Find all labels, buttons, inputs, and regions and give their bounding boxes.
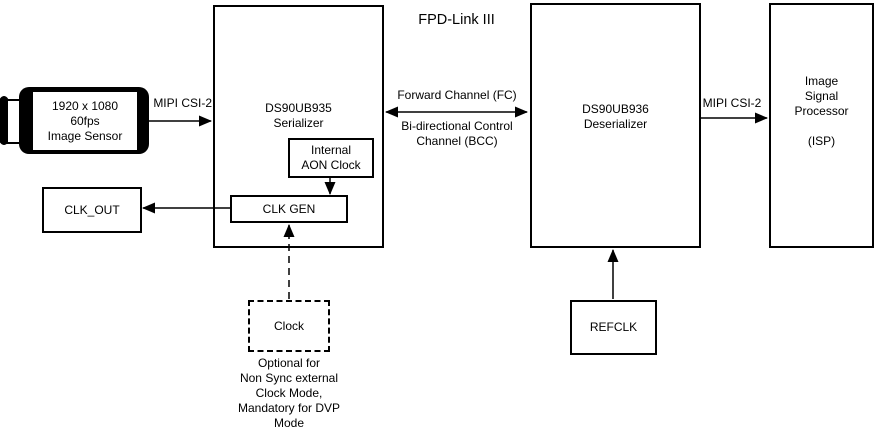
serializer-block: DS90UB935 Serializer [213,5,384,248]
forward-channel-label: Forward Channel (FC) [397,88,517,102]
external-clock-note-line4: Mandatory for DVP [237,401,341,415]
camera-lens-shine [0,200,4,233]
serializer-part-number: DS90UB935 [265,101,332,115]
isp-block: Image Signal Processor (ISP) [769,3,874,248]
deserializer-block: DS90UB936 Deserializer [530,3,701,248]
external-clock-box: Clock [248,300,330,352]
external-clock-label: Clock [273,318,304,333]
sensor-name: Image Sensor [47,128,123,143]
external-clock-note-line3: Clock Mode, [255,386,323,400]
serializer-title: DS90UB935 Serializer [215,101,382,131]
sensor-framerate: 60fps [70,113,100,128]
serializer-type: Serializer [273,116,324,130]
internal-aon-clock-box: Internal AON Clock [288,138,374,178]
clk-gen-box: CLK GEN [230,195,348,223]
clk-out-box: CLK_OUT [42,187,142,233]
isp-title: Image Signal Processor (ISP) [771,74,872,149]
isp-line3: Processor [794,104,849,118]
deserializer-title: DS90UB936 Deserializer [532,102,699,132]
external-clock-note: Optional for Non Sync external Clock Mod… [199,356,379,428]
bcc-label-line2: Channel (BCC) [416,133,498,148]
isp-abbreviation: (ISP) [807,134,836,148]
isp-line1: Image [804,74,839,88]
isp-line2: Signal [804,89,839,103]
refclk-box: REFCLK [570,300,657,355]
clk-gen-label: CLK GEN [262,201,316,216]
aon-clock-line2: AON Clock [301,158,361,172]
diagram-title: FPD-Link III [418,12,495,28]
deserializer-part-number: DS90UB936 [582,102,649,116]
external-clock-note-line1: Optional for [257,356,321,370]
sensor-resolution: 1920 x 1080 [51,98,119,113]
bcc-label: Bi-directional Control Channel (BCC) [382,119,532,148]
deserializer-type: Deserializer [583,117,648,131]
bcc-label-line1: Bi-directional Control [401,119,513,133]
external-clock-note-line5: Mode [273,416,305,428]
aon-clock-line1: Internal [310,143,352,157]
external-clock-note-line2: Non Sync external [239,371,339,385]
image-sensor-label: 1920 x 1080 60fps Image Sensor [33,92,137,150]
mipi-csi2-left-label: MIPI CSI-2 [153,96,212,110]
mipi-csi2-right-label: MIPI CSI-2 [702,96,762,110]
refclk-label: REFCLK [589,320,638,334]
clk-out-label: CLK_OUT [64,202,120,217]
